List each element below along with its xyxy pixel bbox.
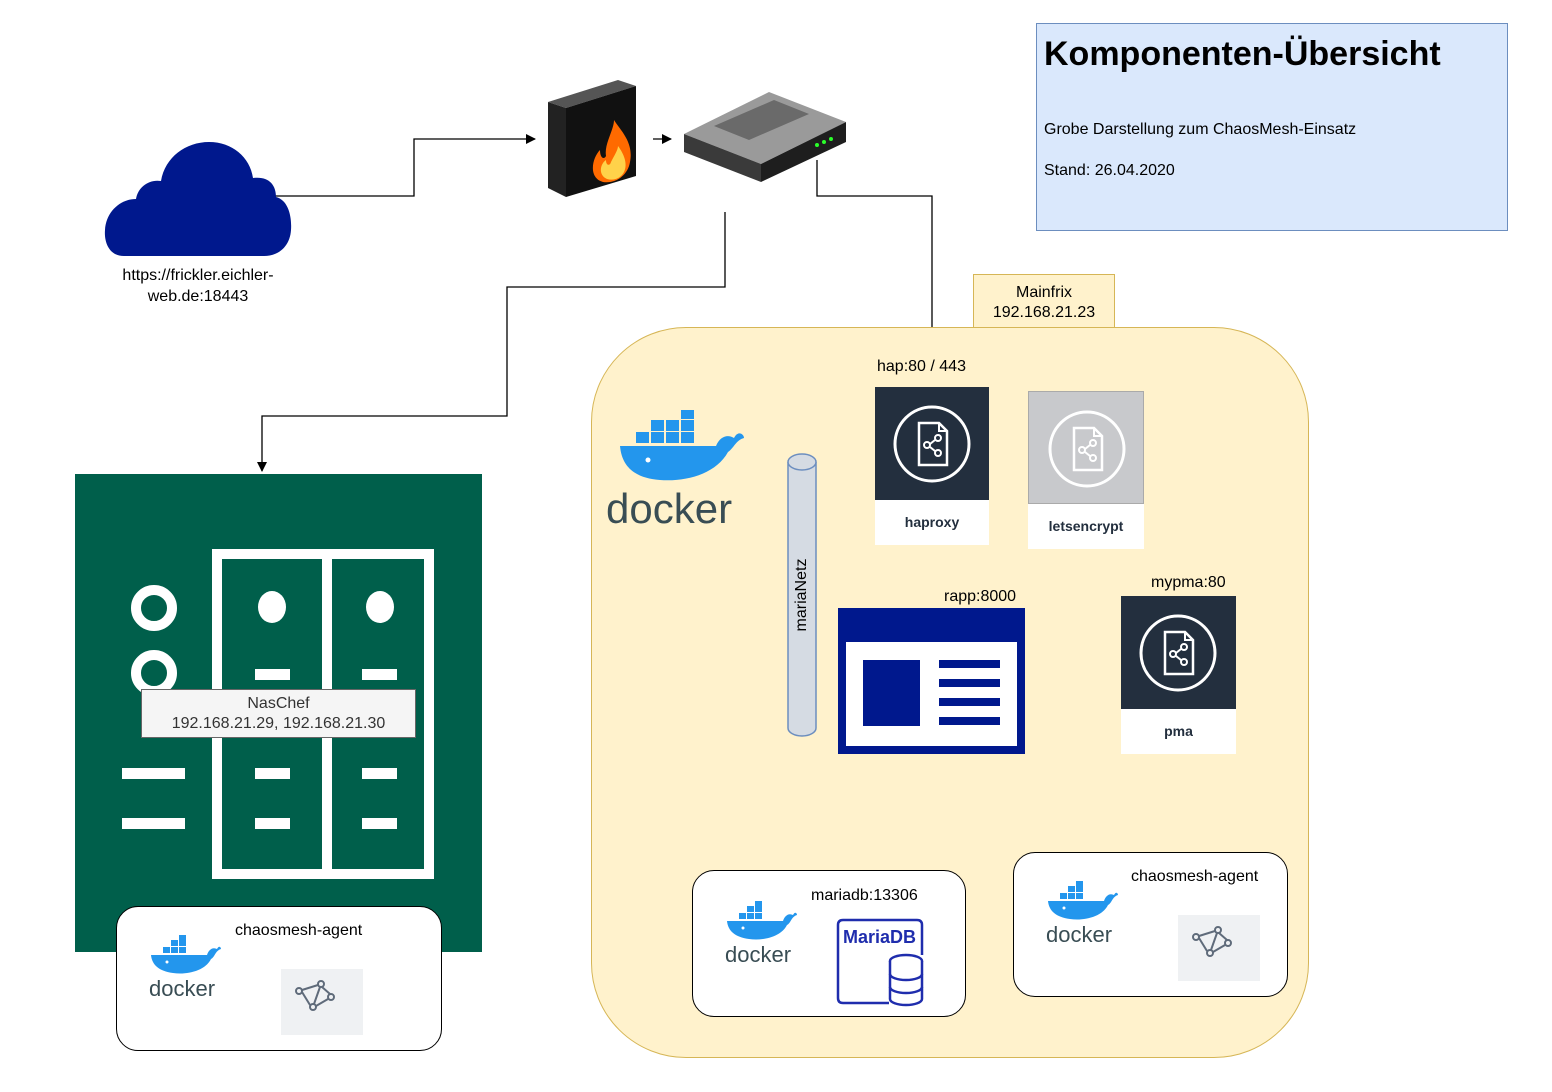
stand-date: Stand: 26.04.2020: [1044, 162, 1175, 179]
docker-logo-large: docker: [606, 410, 751, 530]
mariadb-port-label: mariadb:13306: [811, 887, 918, 904]
edge-router-to-nas: [257, 212, 726, 472]
chaosmesh-agent-icon: [1178, 915, 1260, 981]
network-cylinder-shape: [787, 453, 817, 737]
docker-whale-icon: [620, 410, 744, 481]
mainfrix-agent-label: chaosmesh-agent: [1131, 868, 1259, 885]
rapp-port-label: rapp:8000: [944, 588, 1017, 605]
mariadb-box: mariadb:13306 docker MariaDB: [692, 870, 966, 1017]
pma-label: pma: [1121, 709, 1236, 754]
docker-whale-icon: [727, 901, 797, 940]
cloud-url-line2: web.de:18443: [147, 288, 249, 305]
nas-label: NasChef 192.168.21.29, 192.168.21.30: [141, 689, 416, 738]
letsencrypt-container: letsencrypt: [1028, 391, 1144, 549]
mainfrix-ip: 192.168.21.23: [992, 304, 1096, 321]
mariadb-wordmark: MariaDB: [843, 927, 917, 947]
mainfrix-label: Mainfrix 192.168.21.23: [973, 274, 1115, 328]
docker-whale-icon: [151, 935, 221, 974]
edge-cloud-to-firewall: [274, 134, 536, 197]
router-icon: [684, 92, 846, 182]
docker-wordmark: docker: [606, 485, 733, 532]
page-title: Komponenten-Übersicht: [1044, 35, 1441, 73]
mainfrix-name: Mainfrix: [1015, 284, 1072, 301]
docker-logo-nas: docker: [147, 935, 223, 1000]
maria-netz-label: mariaNetz: [793, 558, 810, 632]
subtitle: Grobe Darstellung zum ChaosMesh-Einsatz: [1044, 121, 1357, 138]
chaosmesh-agent-icon: [281, 969, 363, 1035]
haproxy-container: haproxy: [875, 387, 989, 545]
mariadb-logo: MariaDB: [836, 918, 925, 1007]
share-document-icon: [893, 405, 971, 483]
share-document-icon: [1048, 410, 1126, 488]
edge-router-to-haproxy: [816, 160, 937, 386]
haproxy-icon-tile: [875, 387, 989, 500]
docker-logo-agent: docker: [1044, 881, 1120, 946]
docker-logo-mariadb: docker: [723, 901, 799, 966]
nas-agent-box: chaosmesh-agent docker: [116, 906, 442, 1051]
pma-icon-tile: [1121, 596, 1236, 709]
nas-name: NasChef: [247, 695, 310, 712]
maria-netz-network: mariaNetz: [787, 453, 817, 737]
title-box: Komponenten-Übersicht Grobe Darstellung …: [1036, 23, 1508, 231]
letsencrypt-label: letsencrypt: [1028, 504, 1144, 549]
mypma-port-label: mypma:80: [1151, 574, 1226, 591]
share-document-icon: [1139, 614, 1217, 692]
nas-agent-label: chaosmesh-agent: [235, 922, 363, 939]
cloud-icon: [104, 142, 292, 256]
firewall-icon: [548, 80, 636, 197]
cloud-url-line1: https://frickler.eichler-: [122, 267, 274, 284]
mainfrix-agent-box: chaosmesh-agent docker: [1013, 852, 1288, 997]
letsencrypt-icon-tile: [1028, 391, 1144, 504]
haproxy-label: haproxy: [875, 500, 989, 545]
nas-ips: 192.168.21.29, 192.168.21.30: [171, 715, 386, 732]
docker-wordmark: docker: [149, 976, 216, 1001]
docker-whale-icon: [1048, 881, 1118, 920]
hap-port-label: hap:80 / 443: [877, 358, 966, 375]
mariadb-frame-shape: [836, 918, 924, 1007]
pma-container: pma: [1121, 596, 1236, 754]
docker-wordmark: docker: [1046, 922, 1113, 947]
rapp-app-icon: [838, 608, 1025, 754]
docker-wordmark: docker: [725, 942, 792, 967]
